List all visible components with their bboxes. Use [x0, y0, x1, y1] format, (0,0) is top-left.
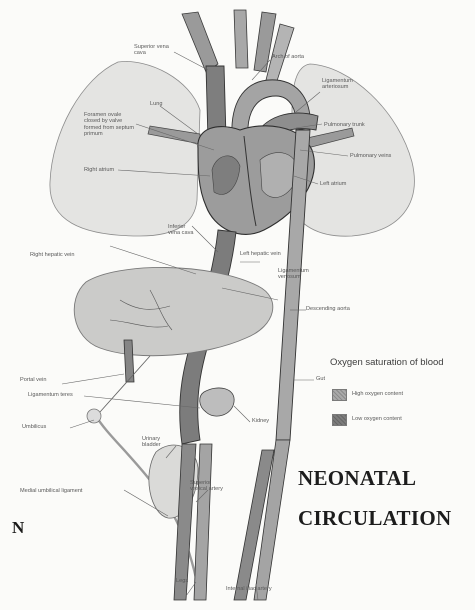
label-urinary-bladder: Urinary bladder [142, 436, 176, 449]
label-left-hepatic-vein: Left hepatic vein [240, 251, 281, 257]
legend-title: Oxygen saturation of blood [330, 357, 475, 368]
label-left-atrium: Left atrium [320, 181, 346, 187]
label-arch-of-aorta: Arch of aorta [272, 54, 304, 60]
neck-vessel-left [182, 12, 218, 72]
umbilicus-mark [87, 409, 101, 423]
label-foramen-ovale: Foramen ovale closed by valve formed fro… [84, 112, 136, 138]
label-right-atrium: Right atrium [84, 167, 114, 173]
label-superior-vesical-artery: Superior vesical artery [190, 480, 228, 493]
right-lung [50, 62, 200, 236]
corner-letter: N [12, 518, 24, 538]
label-umbilicus: Umbilicus [22, 424, 46, 430]
label-medial-umbilical-ligament: Medial umbilical ligament [20, 488, 83, 494]
legend-label-low-oxygen: Low oxygen content [352, 416, 402, 422]
label-ligamentum-arteriosum: Ligamentum arteriosum [322, 78, 364, 91]
label-pulmonary-trunk: Pulmonary trunk [324, 122, 365, 128]
legend-label-high-oxygen: High oxygen content [352, 391, 403, 397]
legend-swatch-high-oxygen [332, 389, 347, 401]
kidney [200, 388, 234, 416]
neck-vessel-mid [234, 10, 248, 68]
label-inferior-vena-cava: Inferior vena cava [168, 224, 198, 237]
label-superior-vena-cava: Superior vena cava [134, 44, 174, 57]
label-gut: Gut [316, 376, 325, 382]
label-legs: Legs [176, 578, 188, 584]
title-line-1: NEONATAL [298, 466, 416, 491]
label-ligamentum-venosum: Ligamentum venosum [278, 268, 316, 281]
legend-swatch-low-oxygen [332, 414, 347, 426]
label-lung: Lung [150, 101, 162, 107]
label-right-hepatic-vein: Right hepatic vein [30, 252, 74, 258]
liver [74, 267, 273, 355]
label-internal-iliac-artery: Internal iliac artery [226, 586, 272, 592]
title-line-2: CIRCULATION [298, 506, 451, 531]
label-pulmonary-veins: Pulmonary veins [350, 153, 391, 159]
label-ligamentum-teres: Ligamentum teres [28, 392, 73, 398]
label-portal-vein: Portal vein [20, 377, 46, 383]
label-descending-aorta: Descending aorta [306, 306, 350, 312]
label-kidney: Kidney [252, 418, 269, 424]
